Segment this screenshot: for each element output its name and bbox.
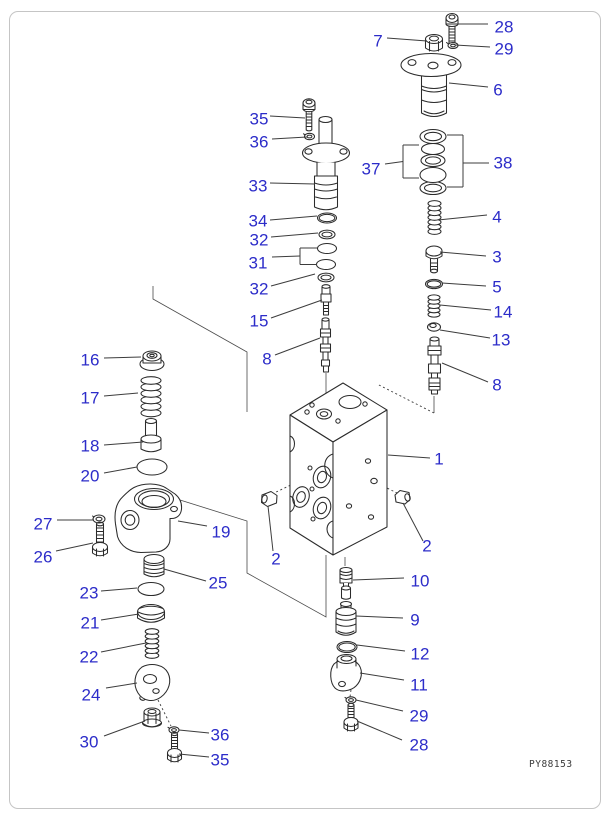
part-10-pilot-valve	[339, 566, 353, 600]
part-callout-26: 26	[33, 547, 53, 567]
part-callout-14: 14	[493, 302, 513, 322]
part-2-plug-left	[260, 490, 278, 508]
part-1-valve-block	[289, 382, 388, 556]
part-35-bolt-bottom	[166, 731, 183, 763]
part-callout-35: 35	[249, 109, 269, 129]
part-callout-32: 32	[249, 279, 269, 299]
part-25-plug	[143, 553, 165, 578]
part-8-spool-right	[427, 336, 442, 395]
part-23-oring	[137, 581, 165, 597]
part-5-oring	[424, 278, 444, 290]
part-callout-21: 21	[80, 613, 100, 633]
part-callout-33: 33	[248, 176, 268, 196]
part-callout-20: 20	[80, 466, 100, 486]
part-37-38-seal-rings	[419, 128, 447, 196]
part-2-plug-right	[394, 489, 411, 505]
part-callout-18: 18	[80, 436, 100, 456]
part-24-flange-plate	[134, 664, 171, 702]
part-29-washer-bottom	[344, 696, 357, 704]
part-callout-34: 34	[248, 211, 268, 231]
part-callout-5: 5	[492, 277, 502, 297]
part-28-bolt-bottom	[343, 702, 359, 732]
part-callout-27: 27	[33, 514, 53, 534]
part-callout-36: 36	[210, 725, 230, 745]
part-36-washer-top	[302, 132, 316, 141]
part-callout-16: 16	[80, 350, 100, 370]
part-19-housing	[114, 483, 183, 554]
part-callout-23: 23	[79, 583, 99, 603]
part-8-spool-mid	[319, 317, 332, 373]
part-callout-13: 13	[491, 330, 511, 350]
part-12-oring	[336, 640, 358, 654]
part-callout-31: 31	[248, 253, 268, 273]
part-callout-28: 28	[409, 735, 429, 755]
part-callout-7: 7	[373, 31, 383, 51]
part-callout-22: 22	[79, 647, 99, 667]
part-callout-19: 19	[211, 522, 231, 542]
part-27-washer	[91, 514, 106, 524]
part-callout-12: 12	[410, 644, 430, 664]
part-callout-29: 29	[409, 706, 429, 726]
part-callout-2: 2	[422, 536, 432, 556]
part-21-cap	[136, 603, 166, 623]
part-callout-8: 8	[262, 349, 272, 369]
part-7-nut	[424, 33, 444, 52]
leader-lines	[55, 23, 492, 758]
part-22-spring	[144, 628, 160, 659]
part-callout-9: 9	[410, 610, 420, 630]
drawing-code: PY88153	[529, 759, 573, 770]
part-callout-4: 4	[492, 207, 502, 227]
part-15-spool-small	[320, 284, 332, 316]
part-callout-36: 36	[249, 132, 269, 152]
part-20-oring	[136, 458, 168, 476]
part-callout-29: 29	[494, 39, 514, 59]
part-31-rings	[315, 242, 338, 271]
part-13-spring-seat	[426, 322, 442, 332]
part-33-valve-guide	[301, 115, 351, 211]
part-11-elbow-flange	[330, 653, 362, 692]
part-callout-25: 25	[208, 573, 228, 593]
part-callout-8: 8	[492, 375, 502, 395]
part-3-plug	[425, 245, 443, 274]
part-callout-30: 30	[79, 732, 99, 752]
part-callout-10: 10	[410, 571, 430, 591]
part-32-ring-a	[318, 229, 336, 240]
part-4-spring	[427, 200, 442, 235]
part-callout-35: 35	[210, 750, 230, 770]
part-callout-3: 3	[492, 247, 502, 267]
part-callout-24: 24	[81, 685, 101, 705]
part-17-spring	[140, 376, 162, 418]
part-34-oring	[316, 212, 338, 224]
part-callout-28: 28	[494, 17, 514, 37]
part-36-washer-bottom	[167, 726, 180, 734]
part-callout-37: 37	[361, 159, 381, 179]
part-callout-17: 17	[80, 388, 100, 408]
part-callout-1: 1	[434, 449, 444, 469]
part-14-spring	[427, 294, 441, 318]
part-18-piston	[140, 417, 162, 453]
part-30-nut	[141, 707, 163, 728]
part-callout-32: 32	[249, 230, 269, 250]
part-16-spring-retainer	[139, 350, 165, 372]
part-26-bolt	[91, 521, 109, 557]
part-callout-2: 2	[271, 549, 281, 569]
part-28-bolt-top	[445, 12, 459, 46]
part-callout-38: 38	[493, 153, 513, 173]
part-callout-15: 15	[249, 311, 269, 331]
part-9-valve-body	[335, 600, 357, 636]
part-callout-11: 11	[410, 675, 428, 695]
part-32-ring-b	[317, 272, 335, 283]
part-35-bolt-top	[302, 98, 316, 132]
part-callout-6: 6	[493, 80, 503, 100]
part-6-cover	[400, 52, 462, 118]
